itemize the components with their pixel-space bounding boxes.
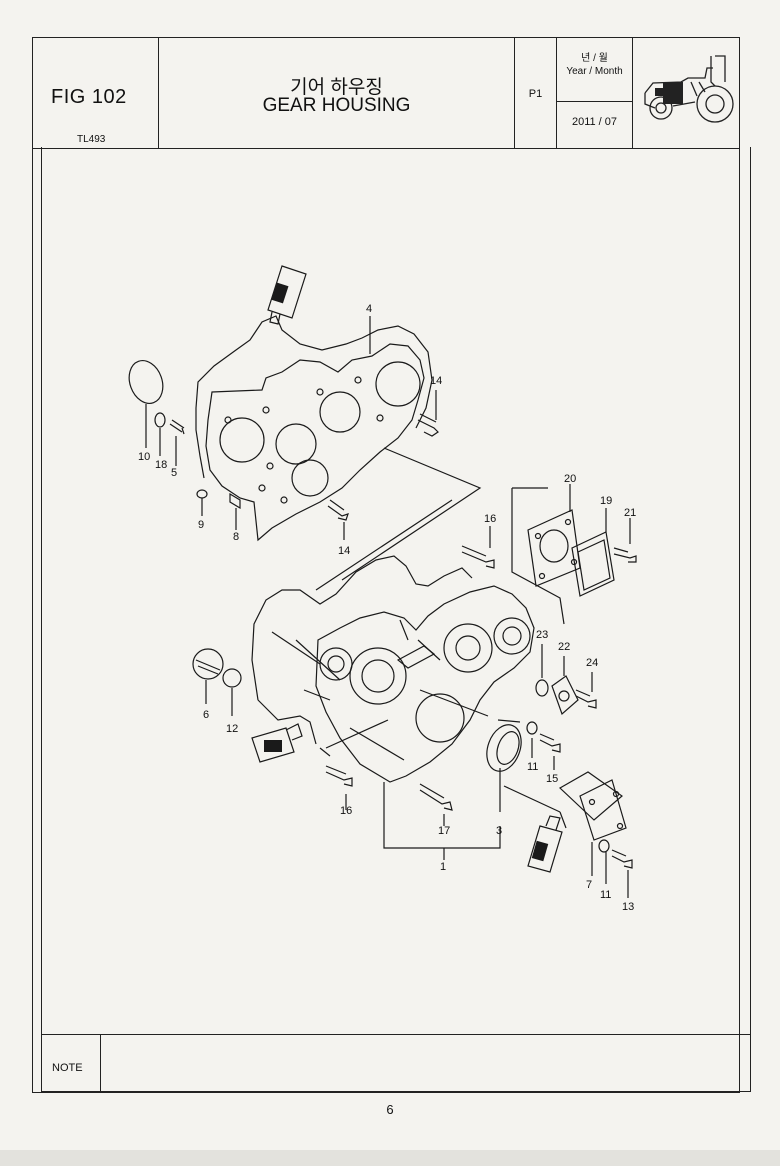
tractor-logo-cell: [633, 38, 739, 148]
callout-16-upper: 16: [484, 513, 496, 525]
callout-19: 19: [600, 495, 612, 507]
page-frame: FIG 102 TL493 기어 하우징 GEAR HOUSING P1 년 /…: [32, 37, 740, 1093]
cover-bore-4: [291, 459, 329, 497]
fig-cell: FIG 102 TL493: [33, 38, 159, 148]
bolt-14-lower: [327, 499, 349, 521]
callout-7: 7: [586, 879, 592, 891]
callout-17: 17: [438, 825, 450, 837]
bolt-21: [613, 547, 637, 563]
o-ring-23: [535, 679, 549, 697]
cover-7: [558, 771, 627, 841]
gear-housing: [315, 585, 535, 783]
callout-16-lower: 16: [340, 805, 352, 817]
gear-case-gasket: [195, 315, 433, 479]
dowel-8: [229, 492, 241, 510]
callout-15: 15: [546, 773, 558, 785]
cover-bore-3: [319, 391, 361, 433]
bolt-14-upper: [417, 413, 439, 437]
o-ring-10: [128, 360, 164, 404]
title-cell: 기어 하우징 GEAR HOUSING: [159, 38, 515, 148]
year-month-english: Year / Month: [566, 66, 623, 77]
bolt-15: [539, 733, 561, 753]
callout-8: 8: [233, 531, 239, 543]
callout-11-lower: 11: [600, 889, 611, 901]
bolt-24: [575, 689, 597, 709]
note-divider: [100, 1035, 101, 1091]
note-box: NOTE: [41, 1034, 751, 1092]
bolt-5: [169, 419, 185, 435]
year-month-value: 2011 / 07: [571, 116, 618, 128]
callout-24: 24: [586, 657, 598, 669]
callout-11-upper: 11: [527, 761, 538, 773]
callout-23: 23: [536, 629, 548, 641]
model-code: TL493: [77, 134, 106, 145]
note-label: NOTE: [52, 1062, 83, 1074]
scan-edge: [0, 1150, 780, 1166]
ring-12: [222, 668, 242, 688]
sealant-tube-bottom: [527, 815, 563, 873]
drawing-area: [41, 147, 751, 1034]
page-code-cell: P1: [515, 38, 557, 148]
tractor-icon: [644, 55, 734, 123]
title-english: GEAR HOUSING: [262, 95, 411, 116]
year-month-korean: 년 / 월: [581, 53, 608, 64]
callout-22: 22: [558, 641, 570, 653]
cover-bore-1: [219, 417, 265, 463]
bolt-16-upper: [461, 545, 495, 569]
o-ring-9: [196, 489, 208, 499]
page-code: P1: [528, 88, 543, 100]
callout-10: 10: [138, 451, 150, 463]
fig-number: FIG 102: [51, 86, 127, 108]
year-month-label-cell: 년 / 월 Year / Month: [557, 38, 632, 102]
callout-18: 18: [155, 459, 167, 471]
callout-9: 9: [198, 519, 204, 531]
callout-6: 6: [203, 709, 209, 721]
callout-21: 21: [624, 507, 636, 519]
washer-11-lower: [598, 839, 610, 853]
washer-18: [154, 412, 166, 428]
year-month-cell: 년 / 월 Year / Month 2011 / 07: [557, 38, 633, 148]
title-block: FIG 102 TL493 기어 하우징 GEAR HOUSING P1 년 /…: [33, 38, 739, 149]
gear-case-plate: [205, 343, 425, 542]
sealant-tube-top: [267, 265, 307, 325]
page-number: 6: [386, 1102, 394, 1117]
bolt-16-lower: [325, 765, 353, 787]
callout-1: 1: [440, 861, 446, 873]
cover-bore-2: [275, 423, 317, 465]
callout-12: 12: [226, 723, 238, 735]
washer-11-upper: [526, 721, 538, 735]
sealant-tube-middle: [251, 723, 303, 763]
callout-20: 20: [564, 473, 576, 485]
callout-13: 13: [622, 901, 634, 913]
title-korean: 기어 하우징: [290, 77, 383, 98]
oil-seal-3: [486, 724, 522, 772]
gasket-19: [571, 531, 615, 597]
callout-14-lower: 14: [338, 545, 350, 557]
bolt-13: [611, 849, 633, 869]
housing-gasket: [251, 555, 473, 745]
cover-22: [551, 675, 579, 716]
callout-4: 4: [366, 303, 372, 315]
callout-5: 5: [171, 467, 177, 479]
bolt-17: [419, 783, 453, 811]
cap-6: [192, 648, 224, 680]
callout-14-upper: 14: [430, 375, 442, 387]
cover-bore-5: [375, 361, 421, 407]
callout-3: 3: [496, 825, 502, 837]
